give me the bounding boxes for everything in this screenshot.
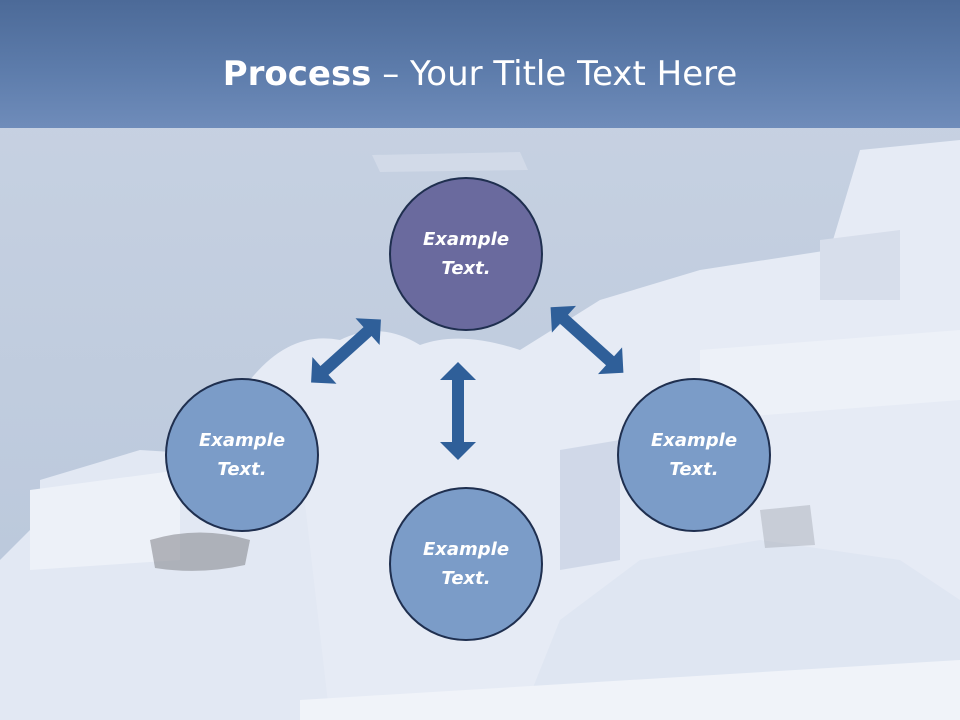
arrow-center-vertical [440,362,476,460]
title-band [0,0,960,128]
node-right-label: Example Text. [650,430,738,480]
slide-title: Process – Your Title Text Here [0,52,960,96]
node-right: Example Text. [617,378,771,532]
node-top-label: Example Text. [422,229,510,279]
node-bottom: Example Text. [389,487,543,641]
title-rest: – Your Title Text Here [371,54,738,94]
node-left: Example Text. [165,378,319,532]
node-left-label: Example Text. [198,430,286,480]
arrow-top-left [311,318,381,384]
title-bold: Process [222,54,372,94]
arrow-top-right [550,305,624,375]
node-top: Example Text. [389,177,543,331]
node-bottom-label: Example Text. [422,539,510,589]
